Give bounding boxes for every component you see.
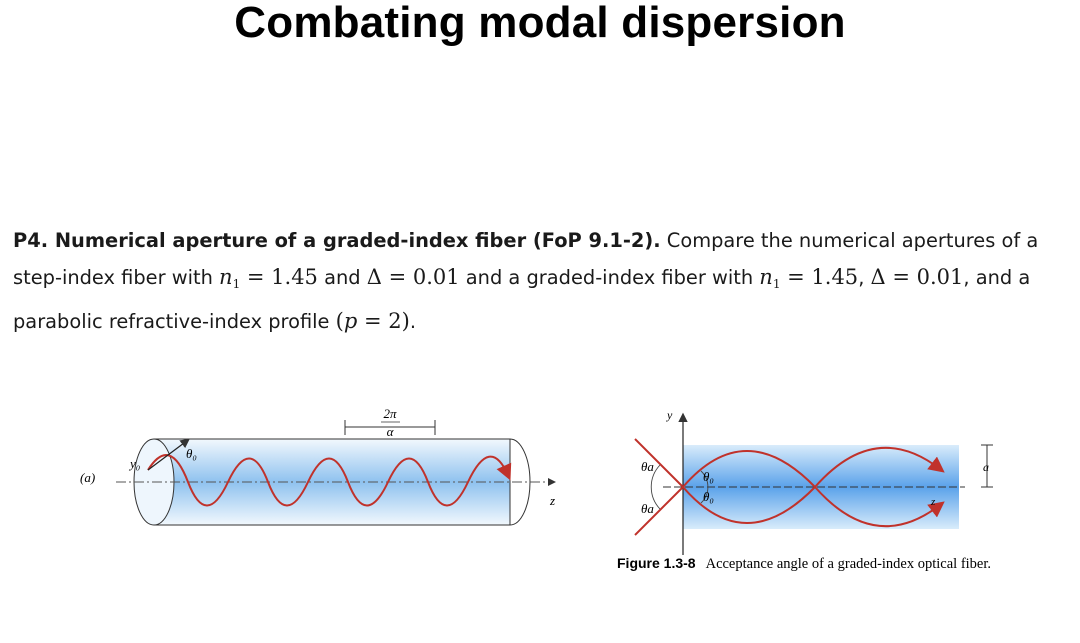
y-axis-label: y [666,408,673,422]
theta0-top-label: θ₀ [703,469,714,484]
period-numerator: 2π [383,406,397,421]
problem-heading: P4. Numerical aperture of a graded-index… [13,229,661,252]
math-p: (p = 2) [335,309,410,333]
math-n1-a: n1 = 1.45 [219,265,318,291]
figure-caption-text: Acceptance angle of a graded-index optic… [705,556,992,572]
period-denominator: α [387,424,395,439]
problem-text-5: , and a parabolic refractive-index profi… [13,266,1031,333]
problem-text-3: and a graded-index fiber with [459,266,760,289]
ray-lower [634,446,945,536]
problem-text-4: , [858,266,871,289]
slide-title: Combating modal dispersion [234,0,846,47]
theta-a-arc [650,464,661,510]
fiber-back-face [509,438,531,526]
theta-0-arc [700,470,709,504]
y0-label: y₀ [128,456,140,471]
problem-text-1: Compare the numerical apertures of a ste… [13,229,1039,289]
acceptance-angle-diagram: y θa θa θ₀ θ₀ a z [634,408,993,555]
theta0-label-left: θ₀ [186,446,197,461]
theta-a-bottom-label: θa [641,501,654,516]
math-delta-b: Δ = 0.01 [870,265,964,289]
panel-label-a: (a) [80,470,95,485]
problem-text-6: . [409,310,416,333]
theta0-bottom-label: θ₀ [703,489,714,504]
z-label-right: z [930,496,936,508]
theta-a-top-label: θa [641,459,654,474]
math-n1-b: n1 = 1.45 [759,265,859,291]
a-label: a [983,460,989,474]
figure-caption: Figure 1.3-8 Acceptance angle of a graded… [617,555,991,573]
figure-number: Figure 1.3-8 [617,555,696,571]
z-label-left: z [549,493,555,508]
problem-text-2: and [317,266,367,289]
graded-fiber-diagram: 2π α (a) y₀ θ₀ z [80,406,556,526]
problem-statement: P4. Numerical aperture of a graded-index… [13,222,1073,340]
launch-ray [147,438,190,471]
sinusoidal-ray [147,454,512,507]
math-delta-a: Δ = 0.01 [366,265,460,289]
